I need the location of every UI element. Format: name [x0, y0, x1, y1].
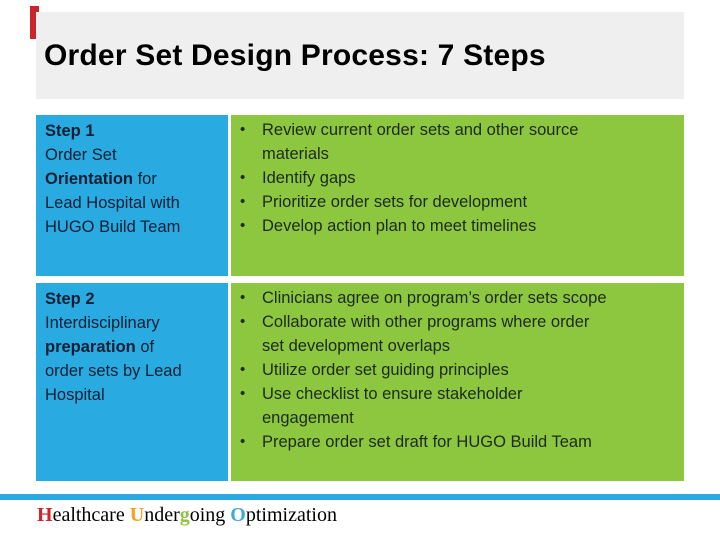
bullet-icon: •	[240, 169, 246, 186]
list-item: • Utilize order set guiding principles	[240, 358, 674, 382]
text-segment: Step 2	[45, 290, 95, 308]
bullet-text: Review current order sets and other sour…	[262, 118, 674, 166]
text-segment: of	[135, 338, 155, 356]
list-item: • Prepare order set draft for HUGO Build …	[240, 430, 674, 454]
title-banner: Order Set Design Process: 7 Steps	[36, 12, 684, 99]
bullet-icon: •	[240, 289, 246, 306]
list-item: • Develop action plan to meet timelines	[240, 214, 674, 238]
text-segment: Hospital	[45, 386, 105, 404]
text-segment: Orientation	[45, 170, 134, 188]
bullet-text: Collaborate with other programs where or…	[262, 310, 674, 358]
red-accent-bar	[30, 6, 39, 39]
text-segment: HUGO Build Team	[45, 218, 181, 236]
bullet-text: Utilize order set guiding principles	[262, 358, 674, 382]
list-item: • Prioritize order sets for development	[240, 190, 674, 214]
text-segment: Utilize order set guiding principles	[262, 361, 509, 379]
text-segment: Use checklist to ensure stakeholder	[262, 385, 523, 403]
bullet-list: • Clinicians agree on program’s order set…	[240, 286, 674, 454]
text-segment: H	[37, 504, 53, 526]
text-segment: for	[133, 170, 157, 188]
text-segment: Order Set	[45, 146, 117, 164]
list-item: • Review current order sets and other sou…	[240, 118, 674, 166]
bullet-icon: •	[240, 361, 246, 378]
text-segment: Prioritize order sets for development	[262, 193, 528, 211]
text-segment: Develop action plan to meet timelines	[262, 217, 537, 235]
text-segment: Step 1	[45, 122, 95, 140]
bullet-icon: •	[240, 121, 246, 138]
text-segment: materials	[262, 145, 329, 163]
text-segment: Review current order sets and other sour…	[262, 121, 579, 139]
bullet-icon: •	[240, 385, 246, 402]
text-segment: g	[179, 504, 190, 526]
text-segment: engagement	[262, 409, 354, 427]
text-segment: U	[129, 504, 145, 526]
text-segment: Lead Hospital with	[45, 194, 180, 212]
footer-brand: Healthcare Undergoing Optimization	[37, 502, 337, 528]
text-segment: set development overlaps	[262, 337, 451, 355]
bullet-icon: •	[240, 217, 246, 234]
text-segment: preparation	[45, 338, 136, 356]
page-title: Order Set Design Process: 7 Steps	[44, 38, 546, 72]
text-segment: O	[230, 504, 246, 526]
text-segment: ealthcare	[52, 504, 130, 526]
text-segment: Identify gaps	[262, 169, 356, 187]
text-segment: Clinicians agree on program’s order sets…	[262, 289, 607, 307]
list-item: • Clinicians agree on program’s order set…	[240, 286, 674, 310]
list-item: • Collaborate with other programs where o…	[240, 310, 674, 358]
step-2-label-cell: Step 2 Interdisciplinary preparation of ord…	[36, 283, 228, 481]
bullet-text: Identify gaps	[262, 166, 674, 190]
text-segment: nder	[144, 504, 180, 526]
bullet-text: Clinicians agree on program’s order sets…	[262, 286, 674, 310]
text-segment: ptimization	[245, 504, 337, 526]
list-item: • Use checklist to ensure stakeholder enga…	[240, 382, 674, 430]
bullet-text: Use checklist to ensure stakeholder engag…	[262, 382, 674, 430]
bullet-icon: •	[240, 433, 246, 450]
list-item: • Identify gaps	[240, 166, 674, 190]
text-segment: Interdisciplinary	[45, 314, 160, 332]
text-segment: Prepare order set draft for HUGO Build T…	[262, 433, 592, 451]
bullet-list: • Review current order sets and other sou…	[240, 118, 674, 238]
footer-divider	[0, 494, 720, 500]
bullet-text: Prioritize order sets for development	[262, 190, 674, 214]
text-segment: oing	[189, 504, 231, 526]
step-2-details-cell: • Clinicians agree on program’s order set…	[231, 283, 684, 481]
text-segment: Collaborate with other programs where or…	[262, 313, 590, 331]
step-1-details-cell: • Review current order sets and other sou…	[231, 115, 684, 276]
bullet-icon: •	[240, 313, 246, 330]
bullet-icon: •	[240, 193, 246, 210]
table-row-step-2: Step 2 Interdisciplinary preparation of ord…	[36, 283, 684, 481]
text-segment: order sets by Lead	[45, 362, 182, 380]
bullet-text: Prepare order set draft for HUGO Build T…	[262, 430, 674, 454]
bullet-text: Develop action plan to meet timelines	[262, 214, 674, 238]
